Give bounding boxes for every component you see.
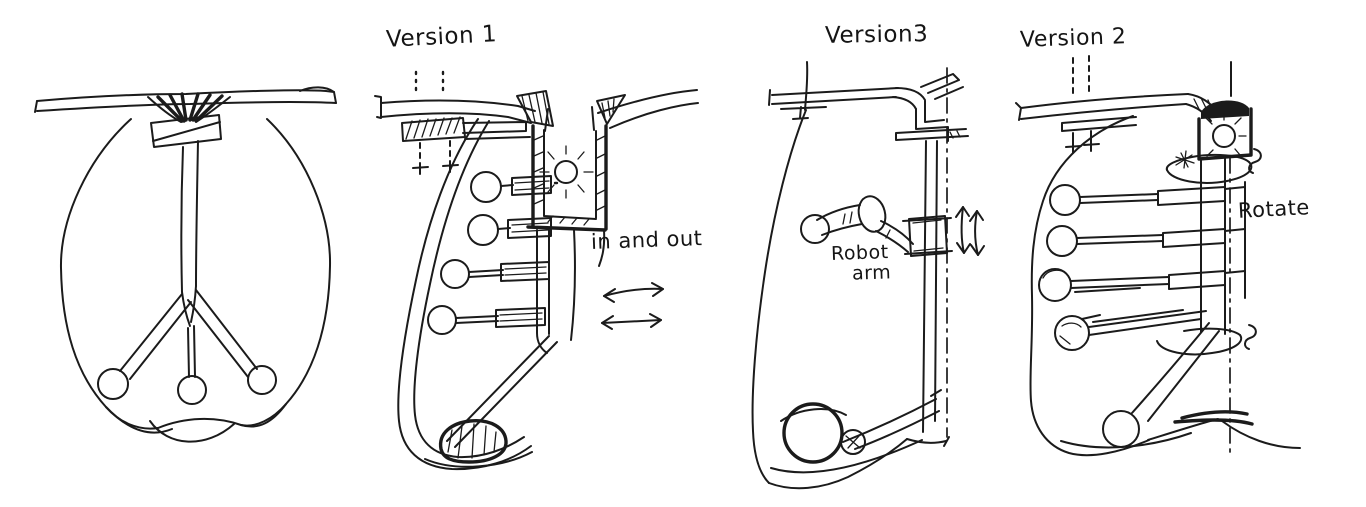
sketch-version-1-drawing	[374, 70, 699, 471]
central-column	[536, 229, 606, 354]
table-top	[34, 86, 337, 113]
ball-probe	[440, 259, 550, 289]
mounting-block	[401, 116, 531, 175]
lower-arm-and-ball	[1102, 322, 1220, 448]
central-column	[1157, 156, 1246, 335]
table-top	[374, 70, 699, 129]
light-bulb-icon	[539, 145, 594, 199]
robot-arm-annotation-line-2: arm	[851, 261, 892, 285]
in-out-arrows-icon	[601, 282, 664, 330]
table-top	[768, 61, 964, 120]
lamp-housing	[1197, 61, 1253, 161]
sketch-version-2-drawing	[1015, 55, 1301, 457]
vertical-rail	[922, 140, 938, 433]
trailing-curve	[1173, 410, 1301, 449]
stem-collar	[150, 114, 222, 148]
table-top	[1015, 55, 1218, 154]
ball-probe	[467, 214, 552, 246]
rotate-arrows-icon	[1156, 324, 1257, 356]
ball-probe	[1054, 309, 1207, 351]
foot-ball	[247, 365, 277, 395]
sketch-base-concept-drawing	[34, 86, 337, 443]
rotate-arrows-icon	[1165, 148, 1262, 184]
in-and-out-annotation: in and out	[590, 226, 703, 254]
step-bracket	[895, 100, 969, 142]
outer-shell	[59, 118, 332, 443]
foot-ball	[177, 375, 207, 405]
counterweight-blob	[438, 419, 508, 464]
outer-shell	[751, 109, 950, 490]
light-bulb-icon	[1205, 112, 1247, 157]
robot-arm	[800, 195, 914, 253]
ball-probe	[470, 171, 564, 203]
stem-and-legs	[97, 140, 277, 405]
rail-slider	[902, 215, 953, 257]
lamp-housing	[526, 106, 608, 232]
sketch-version-3-drawing	[751, 61, 985, 490]
ball-probe	[427, 305, 546, 335]
outer-shell	[397, 118, 533, 471]
lower-arm-and-bulb	[782, 389, 942, 464]
ball-probe	[1046, 225, 1164, 257]
version-2-label: Version 2	[1019, 24, 1127, 53]
version-3-label: Version3	[824, 21, 929, 49]
hatched-corner	[516, 90, 626, 127]
foot-ball	[97, 368, 129, 400]
rotate-annotation: Rotate	[1237, 195, 1311, 223]
ball-probe	[1038, 268, 1170, 302]
up-down-arrows-icon	[955, 206, 985, 256]
ball-probe	[1049, 184, 1159, 216]
